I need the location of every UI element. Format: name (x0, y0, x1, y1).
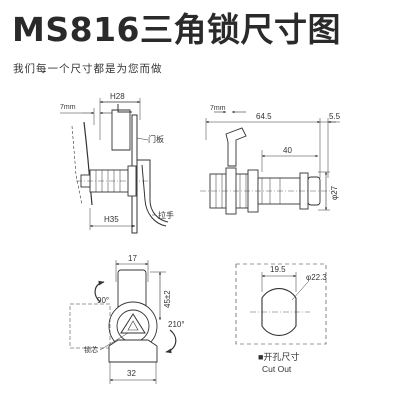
side-dim-top: H28 (110, 92, 125, 101)
side-dim-bottom: H35 (104, 215, 119, 224)
page-title: MS816三角锁尺寸图 (12, 10, 341, 49)
cutout-caption-cn: ■开孔尺寸 (258, 351, 299, 362)
front-dim-width: 32 (127, 369, 136, 378)
side-label-panel: 门板 (148, 134, 164, 144)
front-angle-left: 90° (97, 296, 109, 305)
profile-dim-total: 64.5 (256, 112, 272, 121)
side-view (60, 98, 169, 234)
cutout-dim-dia: φ22.3 (306, 273, 327, 282)
side-dim-offset: 7mm (60, 104, 76, 111)
cutout-view (235, 263, 327, 345)
cutout-dim-width: 19.5 (270, 265, 286, 274)
profile-dim-cam: 5.5 (329, 112, 341, 121)
front-dim-top: 17 (128, 254, 137, 263)
profile-dim-dia: φ27 (330, 185, 339, 200)
page-subtitle: 我们每一个尺寸都是为您而做 (13, 63, 163, 75)
profile-view (200, 110, 340, 215)
profile-dim-offset: 7mm (210, 105, 226, 112)
front-label-core: 锁芯 (84, 345, 98, 354)
profile-dim-body: 40 (283, 146, 292, 155)
cutout-caption-en: Cut Out (262, 364, 292, 374)
side-label-cam: 拉手 (158, 210, 174, 220)
front-view (69, 260, 177, 384)
front-dim-height: 45±2 (163, 290, 172, 308)
front-angle-right: 210° (168, 320, 185, 329)
